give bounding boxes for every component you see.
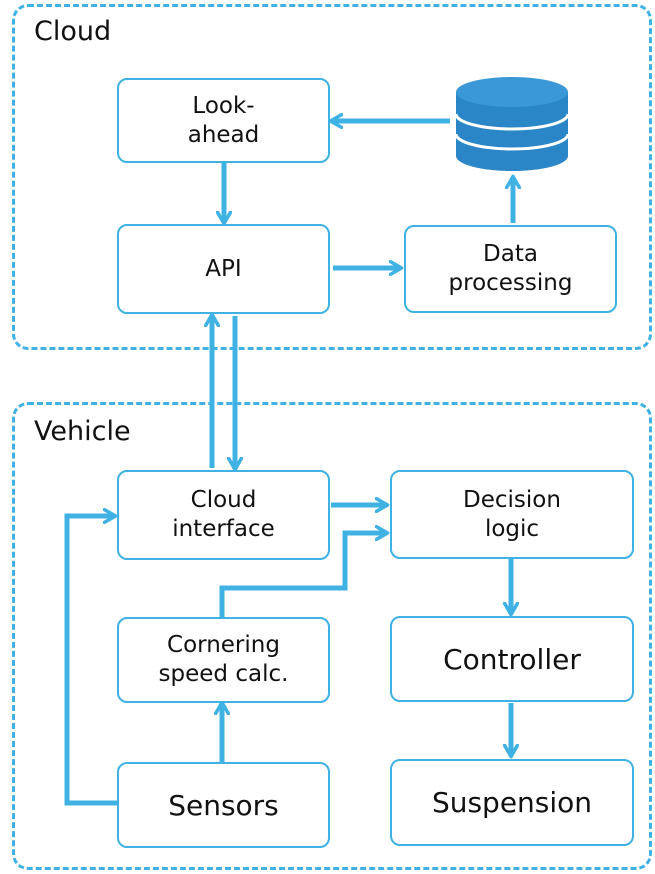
api-box: API — [117, 224, 330, 314]
arrow-cornering-to-decision-logic — [219, 533, 386, 617]
vehicle-region-label: Vehicle — [34, 416, 131, 447]
cloud-interface-box: Cloud interface — [117, 470, 330, 560]
cloud-region-label: Cloud — [34, 16, 112, 47]
controller-box: Controller — [390, 616, 634, 702]
data-processing-box: Data processing — [404, 225, 617, 313]
look-ahead-box: Look- ahead — [117, 78, 330, 163]
suspension-box: Suspension — [390, 759, 634, 846]
database-icon — [454, 77, 570, 171]
cloud-region — [12, 4, 652, 350]
cornering-speed-calc-box: Cornering speed calc. — [117, 617, 330, 703]
arrow-sensors-to-cloud-interface — [64, 516, 118, 806]
decision-logic-box: Decision logic — [390, 470, 634, 559]
sensors-box: Sensors — [117, 762, 330, 848]
vehicle-region — [12, 402, 652, 870]
